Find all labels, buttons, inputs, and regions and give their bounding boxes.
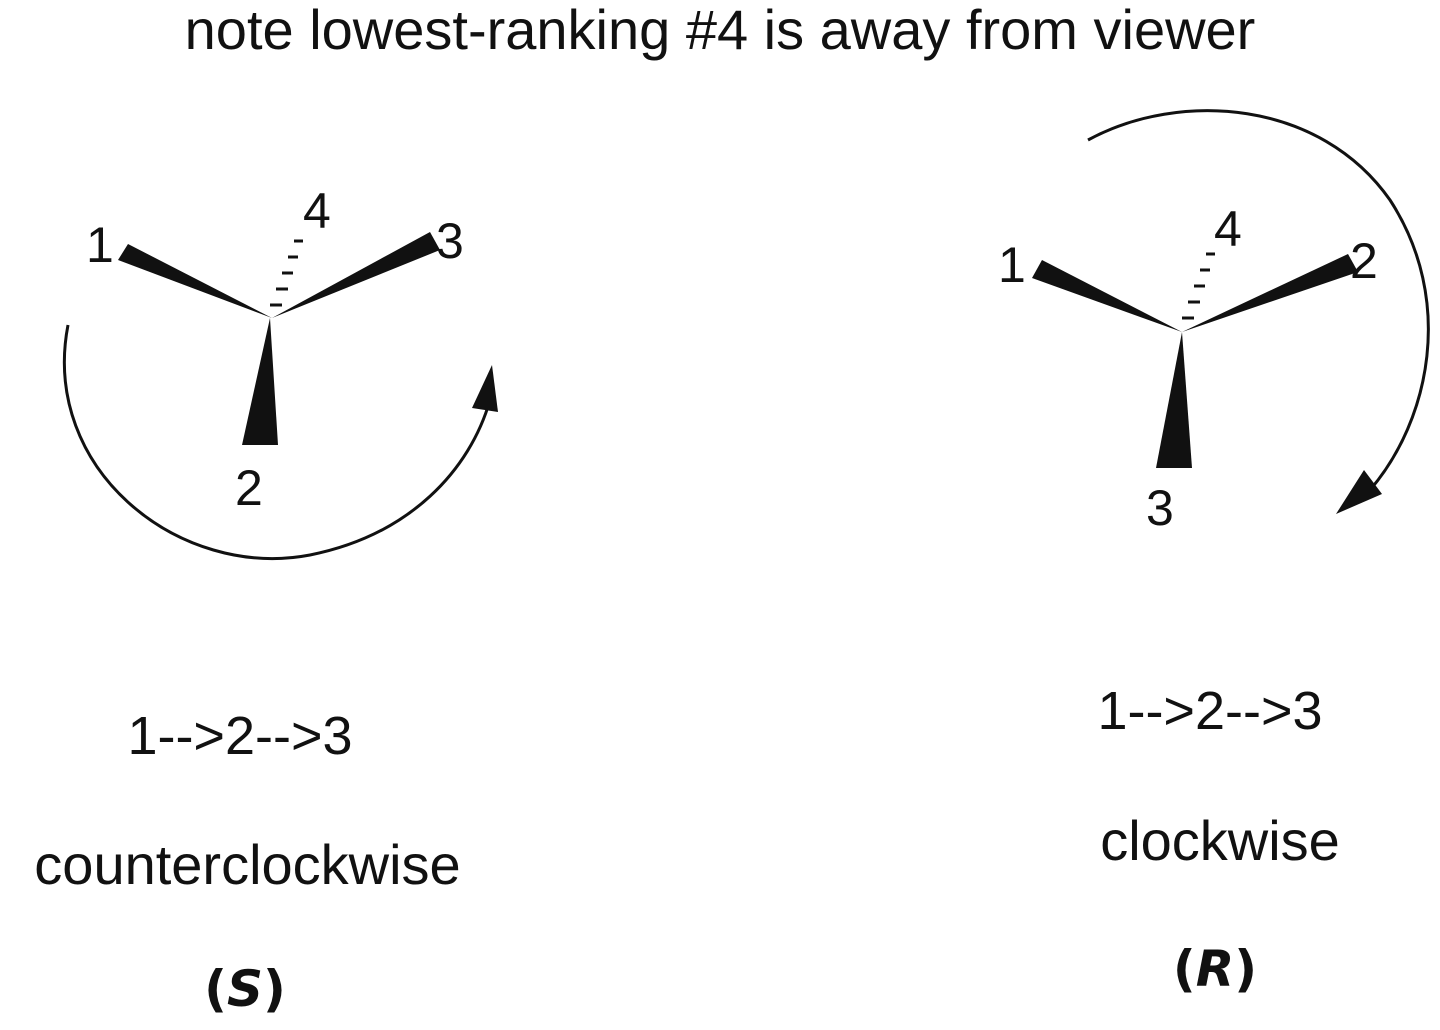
right-molecule-diagram: 1 4 2 3 — [998, 109, 1430, 536]
right-config-open: ( — [1172, 940, 1196, 998]
left-config-letter: S — [226, 960, 263, 1018]
left-hashed-bond-4 — [270, 239, 303, 307]
left-label-2: 2 — [235, 460, 263, 516]
right-hashed-bond-4 — [1182, 252, 1215, 320]
left-wedge-bond-1 — [118, 244, 272, 318]
right-wedge-bond-3 — [1156, 332, 1192, 468]
right-rotation-direction: clockwise — [1100, 809, 1340, 872]
diagram-caption: note lowest-ranking #4 is away from view… — [184, 0, 1256, 61]
right-label-1: 1 — [998, 237, 1026, 293]
right-config-close: ) — [1234, 940, 1258, 998]
right-label-3: 3 — [1146, 480, 1174, 536]
left-rotation-arrowhead — [472, 365, 498, 412]
right-rotation-arrowhead — [1336, 470, 1382, 514]
left-molecule-diagram: 1 4 3 2 — [62, 183, 498, 561]
left-rotation-arc — [62, 324, 492, 561]
left-priority-sequence: 1-->2-->3 — [127, 706, 353, 766]
left-label-4: 4 — [303, 183, 331, 239]
right-config-letter: R — [1195, 940, 1235, 998]
right-configuration-label: (R) — [1160, 940, 1270, 998]
left-wedge-bond-2 — [242, 318, 278, 445]
left-label-3: 3 — [436, 213, 464, 269]
right-wedge-bond-2 — [1182, 254, 1358, 332]
left-wedge-bond-3 — [272, 232, 440, 318]
right-wedge-bond-1 — [1032, 260, 1182, 332]
left-config-open: ( — [204, 960, 227, 1018]
left-config-close: ) — [263, 960, 286, 1018]
right-label-4: 4 — [1214, 201, 1242, 257]
left-label-1: 1 — [86, 217, 114, 273]
left-configuration-label: (S) — [190, 960, 300, 1018]
right-rotation-arc — [1087, 109, 1430, 491]
left-rotation-direction: counterclockwise — [34, 833, 461, 896]
right-label-2: 2 — [1350, 233, 1378, 289]
right-priority-sequence: 1-->2-->3 — [1097, 681, 1323, 741]
